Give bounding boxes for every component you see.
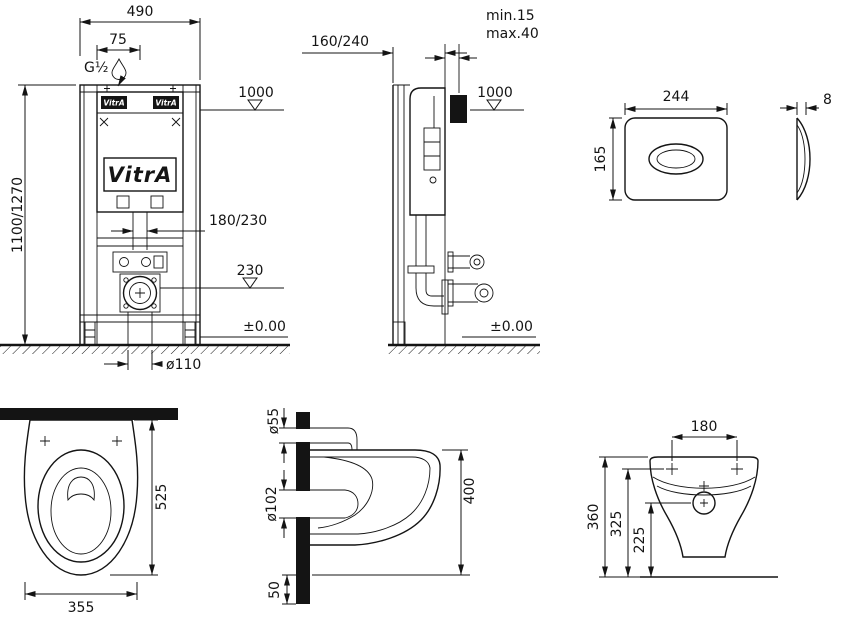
dim-frame-depth-label: 160/240 [311,34,369,50]
flush-button-inner [656,149,696,169]
dim-drain-diameter-label: ø110 [166,357,201,373]
dim-rim-height-label: 400 [462,478,478,505]
dim-frame-width-label: 490 [127,4,154,20]
wall-bracket [450,95,467,123]
flush-plate-view: 244 165 8 [593,89,832,201]
seat-ring [37,449,125,563]
level-marker-triangle [242,277,258,289]
dim-outlet-height-label: 225 [632,527,648,554]
flush-plate-body [624,117,728,201]
brand-logo: VitrA [108,163,173,187]
floor-level-label: ±0.00 [243,319,286,335]
dim-pan-width-label: 355 [68,600,95,616]
dim-frame-height-label: 1100/1270 [10,177,26,253]
dim-plate-height-label: 165 [593,146,609,173]
bowl-opening [50,467,112,555]
floor-hatching [388,346,540,354]
frame-side-view: 160/240 min.15 max.40 1000 [302,8,540,354]
dim-plate-thickness-label: 8 [823,92,832,108]
dim-fixing-height-label: 325 [609,511,625,538]
wall-gap-min-label: min.15 [486,8,535,24]
dim-flush-pipe-label: 180/230 [209,213,267,229]
dim-plate-width-label: 244 [663,89,690,105]
fixing-hole-marks [40,436,122,446]
dim-overall-height-label: 360 [586,504,602,531]
pan-front-view: 180 360 325 225 [586,419,778,578]
floor-level-label: ±0.00 [490,319,533,335]
brand-tab-right-label: VitrA [155,99,177,108]
level-outlet-label: 230 [237,263,264,279]
pan-top-view: 525 355 [0,408,178,616]
dim-inlet-offset-label: 75 [109,32,127,48]
dim-bottom-offset-label: 50 [267,581,283,599]
flush-button-outer [648,143,704,175]
outlet-circle [692,491,716,515]
inlet-thread-label: G½ [84,60,108,76]
level-marker-triangle [486,99,502,111]
floor-hatching [0,346,290,354]
brand-tab-left [101,96,127,109]
pan-side-view: ø55 ø102 400 50 [264,408,478,605]
brand-tab-right [153,96,179,109]
level-top-label: 1000 [477,85,513,101]
brand-logo-box [103,157,177,192]
brand-tab-left-label: VitrA [103,99,125,108]
fixing-hole-marks [666,463,743,475]
dim-pan-depth-label: 525 [154,484,170,511]
wall-gap-max-label: max.40 [486,26,539,42]
frame-front-view: 490 75 G½ VitrA VitrA VitrA [0,4,290,373]
level-marker-triangle [247,99,263,111]
dim-outlet-pipe-dia-label: ø102 [264,486,280,521]
water-drop-icon [111,57,127,80]
dim-flush-pipe-dia-label: ø55 [266,408,282,434]
level-top-label: 1000 [238,85,274,101]
wall-section [0,408,178,420]
dim-hole-spacing-label: 180 [691,419,718,435]
